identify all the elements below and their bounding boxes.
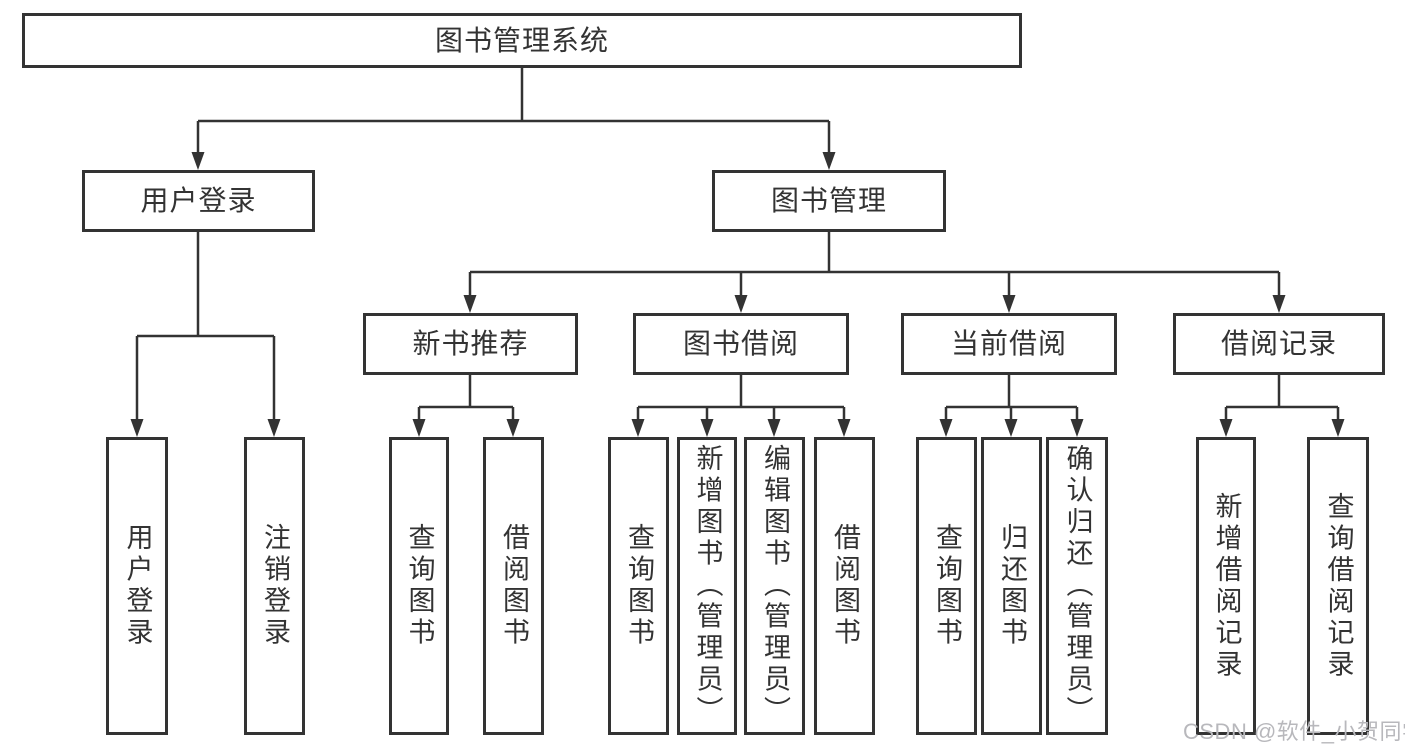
node-borrowing-records: 借阅记录 [1173, 313, 1385, 375]
leaf-confirm-return-admin: 确认归还（管理员） [1046, 437, 1108, 735]
leaf-borrow-books-1: 借阅图书 [483, 437, 544, 735]
node-label: 查询图书 [932, 523, 962, 649]
leaf-query-books-1: 查询图书 [389, 437, 449, 735]
node-label: 查询借阅记录 [1323, 491, 1354, 681]
leaf-user-login: 用户登录 [106, 437, 168, 735]
node-label: 注销登录 [260, 523, 290, 649]
leaf-edit-book-admin: 编辑图书（管理员） [744, 437, 805, 735]
csdn-watermark: CSDN @软件_小贺同学 [1183, 719, 1405, 744]
node-label: 新增借阅记录 [1211, 491, 1242, 681]
leaf-query-books-3: 查询图书 [916, 437, 977, 735]
leaf-query-books-2: 查询图书 [608, 437, 669, 735]
node-label: 图书管理系统 [434, 24, 609, 56]
leaf-logout: 注销登录 [244, 437, 305, 735]
node-label: 编辑图书（管理员） [760, 444, 790, 728]
node-book-management: 图书管理 [712, 170, 946, 232]
node-label: 借阅记录 [1220, 328, 1337, 359]
node-label: 当前借阅 [950, 328, 1067, 359]
node-label: 用户登录 [122, 523, 153, 649]
node-label: 查询图书 [404, 523, 435, 649]
node-label: 图书借阅 [682, 328, 799, 359]
leaf-query-borrow-record: 查询借阅记录 [1307, 437, 1369, 735]
node-label: 图书管理 [770, 185, 887, 216]
node-user-login: 用户登录 [82, 170, 315, 232]
node-label: 借阅图书 [499, 523, 529, 649]
node-label: 查询图书 [624, 523, 654, 649]
node-label: 用户登录 [140, 185, 257, 216]
node-label: 借阅图书 [830, 523, 860, 649]
node-label: 新书推荐 [412, 328, 529, 359]
leaf-add-book-admin: 新增图书（管理员） [677, 437, 737, 735]
node-library-management-system: 图书管理系统 [22, 13, 1022, 68]
node-new-book-recommend: 新书推荐 [363, 313, 578, 375]
leaf-return-books: 归还图书 [981, 437, 1042, 735]
leaf-borrow-books-2: 借阅图书 [814, 437, 875, 735]
node-label: 归还图书 [997, 523, 1027, 649]
arrowheads [130, 152, 1345, 437]
leaf-add-borrow-record: 新增借阅记录 [1196, 437, 1256, 735]
node-label: 新增图书（管理员） [692, 444, 723, 728]
node-label: 确认归还（管理员） [1062, 444, 1093, 728]
node-book-borrowing: 图书借阅 [633, 313, 849, 375]
node-current-borrowing: 当前借阅 [901, 313, 1117, 375]
